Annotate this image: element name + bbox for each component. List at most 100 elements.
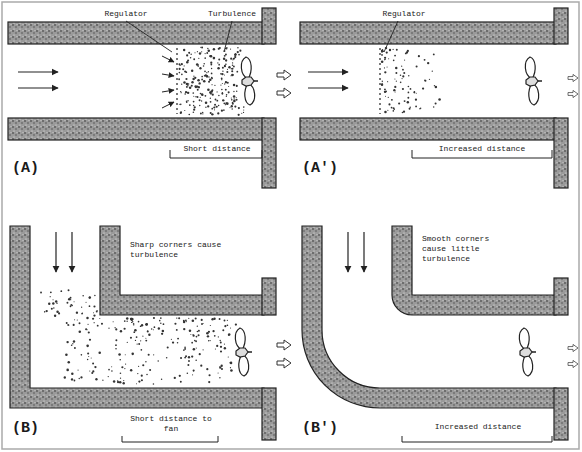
speckle	[401, 66, 402, 67]
flow-arrow	[308, 87, 348, 88]
speckle	[194, 106, 196, 108]
speckle	[135, 340, 136, 341]
duct-wall	[10, 226, 264, 408]
end-plate	[262, 118, 276, 188]
speckle	[193, 335, 195, 337]
speckle	[145, 340, 147, 342]
duct-wall	[392, 226, 556, 315]
speckle	[181, 92, 182, 93]
speckle	[130, 318, 132, 320]
speckle	[241, 113, 242, 114]
speckle	[94, 322, 95, 323]
speckle	[201, 47, 203, 49]
speckle	[171, 339, 172, 340]
speckle	[382, 81, 383, 82]
speckle	[214, 109, 215, 110]
speckle	[138, 343, 140, 345]
speckle	[81, 354, 83, 356]
speckle	[132, 321, 133, 322]
speckle	[416, 65, 418, 67]
speckle	[176, 317, 177, 318]
speckle	[221, 89, 223, 91]
speckle	[231, 74, 233, 76]
speckle	[53, 307, 54, 308]
speckle	[68, 289, 70, 291]
regulator-arrows	[162, 56, 174, 108]
speckle	[209, 91, 211, 93]
speckle	[224, 325, 226, 327]
speckle	[183, 321, 185, 323]
speckle	[153, 317, 155, 319]
speckle	[66, 302, 68, 304]
speckle	[193, 348, 196, 351]
fan	[241, 57, 258, 105]
speckle	[197, 325, 198, 326]
speckle	[224, 83, 225, 84]
speckle	[118, 353, 121, 356]
speckle	[243, 106, 245, 108]
speckle	[195, 359, 197, 361]
speckle	[162, 330, 165, 333]
speckle	[193, 369, 195, 371]
speckle	[234, 54, 236, 56]
speckle	[230, 48, 231, 49]
speckle	[93, 314, 95, 316]
speckle	[418, 55, 420, 57]
end-plate	[554, 278, 568, 315]
speckle	[220, 342, 222, 344]
speckle	[221, 78, 223, 80]
speckle	[197, 51, 198, 52]
speckle	[203, 63, 205, 65]
speckle	[197, 89, 199, 91]
speckle	[178, 78, 180, 80]
speckle	[210, 62, 212, 64]
speckle	[185, 78, 187, 80]
distance-label: Short distance	[176, 144, 258, 154]
speckle	[433, 106, 435, 108]
speckle	[145, 338, 146, 339]
speckle	[387, 110, 388, 111]
speckle	[64, 376, 66, 378]
speckle	[125, 363, 126, 364]
speckle	[384, 57, 386, 59]
speckle	[46, 310, 48, 312]
speckle	[217, 62, 218, 63]
speckle	[218, 48, 220, 50]
speckle	[391, 107, 393, 109]
speckle	[199, 105, 200, 106]
speckle	[235, 54, 237, 56]
speckle	[142, 364, 144, 366]
speckle	[89, 297, 91, 299]
speckle	[433, 54, 435, 56]
speckle	[198, 330, 200, 332]
label-slot: Turbulence	[200, 9, 264, 19]
speckle	[407, 101, 409, 103]
speckle	[179, 72, 181, 74]
speckle	[71, 378, 73, 380]
speckle	[228, 334, 230, 336]
speckle	[429, 79, 430, 80]
speckle	[427, 62, 429, 64]
speckle	[86, 328, 87, 329]
speckle	[119, 359, 121, 361]
speckle	[221, 93, 223, 95]
speckle	[225, 104, 226, 105]
speckle	[131, 353, 134, 356]
speckle	[393, 89, 395, 91]
speckle	[198, 58, 199, 59]
speckle	[243, 112, 244, 113]
label-slot: Short distance to fan	[128, 414, 214, 434]
panel-a	[8, 8, 291, 188]
speckle	[127, 342, 128, 343]
speckle	[68, 298, 70, 300]
speckle	[178, 317, 180, 319]
speckle	[40, 292, 42, 294]
speckle	[200, 365, 202, 367]
speckle	[415, 106, 417, 108]
speckle	[180, 91, 181, 92]
speckle	[211, 108, 213, 110]
speckle	[396, 49, 398, 51]
speckle	[202, 112, 203, 113]
speckle	[212, 330, 214, 332]
speckle	[385, 96, 386, 97]
